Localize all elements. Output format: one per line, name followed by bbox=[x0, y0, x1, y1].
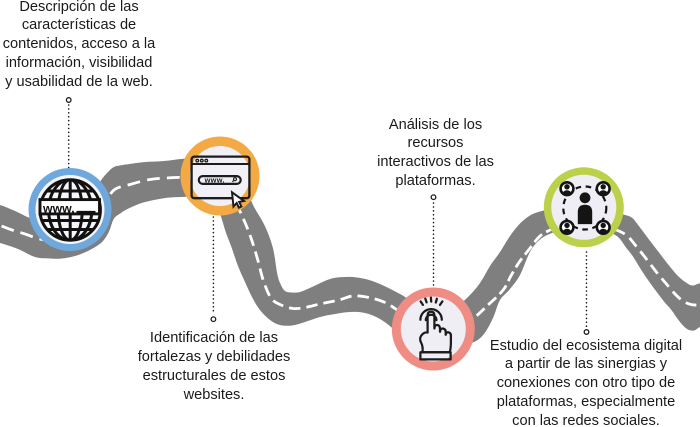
svg-text:www.: www. bbox=[204, 175, 225, 184]
svg-text:www.: www. bbox=[42, 202, 75, 216]
